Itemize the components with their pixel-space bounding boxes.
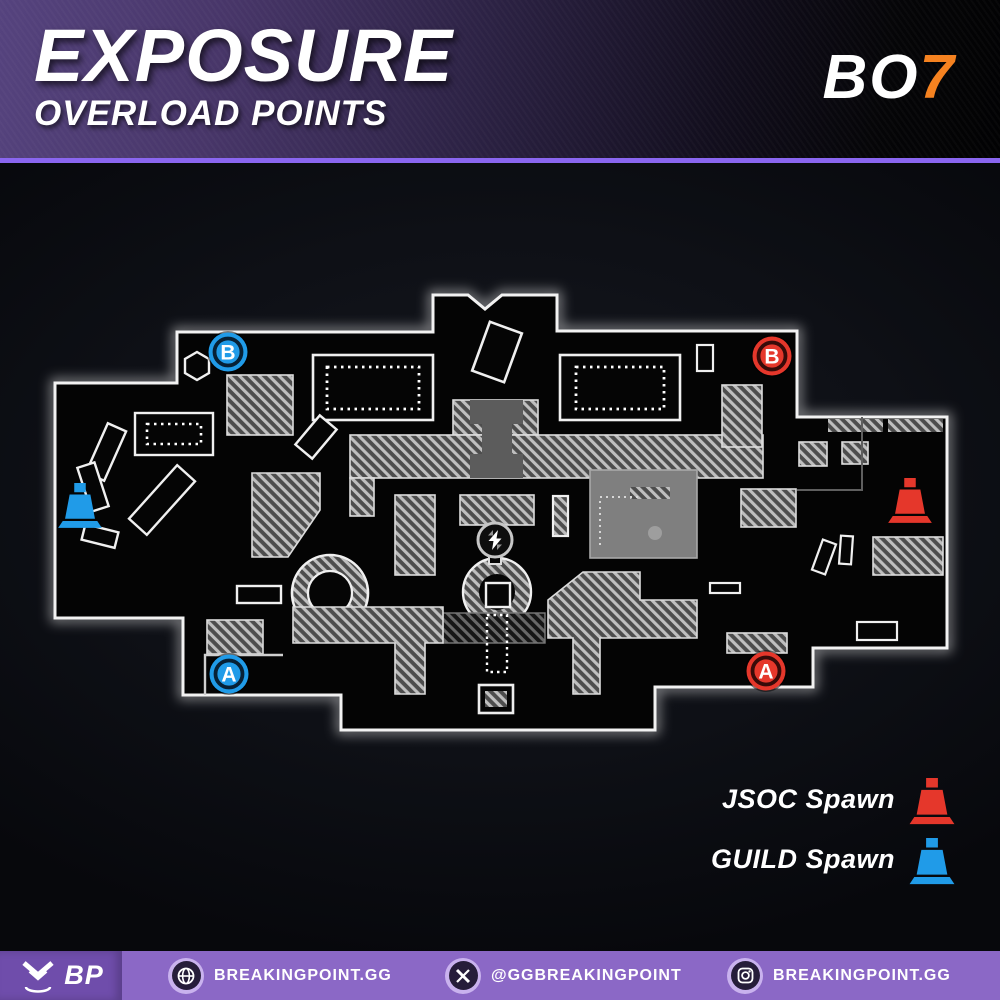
prop-platform <box>477 683 515 715</box>
prop-crate <box>80 522 120 550</box>
corridor <box>482 424 512 454</box>
breakingpoint-logo: BP <box>0 951 122 1000</box>
prop-hexagon <box>183 350 211 382</box>
prop-crate <box>837 534 855 566</box>
building <box>459 494 535 526</box>
map-area: B B A A <box>0 163 1000 951</box>
building <box>726 632 788 654</box>
jsoc-spawn-label: JSOC Spawn <box>722 784 895 814</box>
prop-crate <box>484 581 512 609</box>
building <box>740 488 797 528</box>
overload-lightning-icon <box>476 521 514 559</box>
twitter-label: @GGBREAKINGPOINT <box>491 966 682 984</box>
header-banner: EXPOSURE OVERLOAD POINTS BO7 <box>0 0 1000 163</box>
objective-marker-a-jsoc: A <box>745 650 787 692</box>
room-dotted <box>145 422 203 446</box>
page-subtitle: OVERLOAD POINTS <box>34 94 388 133</box>
building <box>349 434 764 479</box>
prop-crate <box>293 413 339 461</box>
building <box>547 571 698 695</box>
building <box>292 606 444 695</box>
room-outline <box>311 353 435 422</box>
instagram-label: BREAKINGPOINT.GG <box>773 966 951 984</box>
building <box>828 419 883 432</box>
map-buildings <box>75 320 944 715</box>
website-label: BREAKINGPOINT.GG <box>214 966 392 984</box>
svg-text:A: A <box>758 661 773 684</box>
website-link: BREAKINGPOINT.GG <box>168 951 392 1000</box>
path-dotted <box>485 613 509 674</box>
prop-crate <box>810 538 838 576</box>
objective-marker-b-guild: B <box>207 331 249 373</box>
prop-platform-inner <box>485 691 507 707</box>
instagram-link: BREAKINGPOINT.GG <box>727 951 951 1000</box>
corridor <box>470 454 523 478</box>
objective-marker-b-jsoc: B <box>751 335 793 377</box>
prop-crate <box>855 620 899 642</box>
title-block: EXPOSURE OVERLOAD POINTS <box>34 18 453 134</box>
building-detail <box>599 496 640 545</box>
prop-crate <box>127 463 197 537</box>
exposure-map: B B A A <box>50 290 955 885</box>
map-legend: JSOC Spawn GUILD Spawn <box>711 778 955 885</box>
bo7-logo-accent: 7 <box>919 43 956 112</box>
prop-crate <box>695 343 715 373</box>
building <box>226 374 294 436</box>
prop-crate <box>708 581 742 595</box>
building <box>888 419 943 432</box>
corridor-dark <box>442 612 546 644</box>
svg-text:A: A <box>221 664 236 687</box>
building <box>841 441 869 465</box>
building-detail <box>630 487 670 499</box>
bp-logo-text: BP <box>64 960 104 990</box>
building <box>798 441 828 467</box>
prop-crate <box>470 320 524 384</box>
twitter-link: @GGBREAKINGPOINT <box>445 951 682 1000</box>
room-dotted <box>574 365 666 411</box>
instagram-icon <box>727 957 763 994</box>
building-solid <box>589 469 698 559</box>
building <box>251 472 321 558</box>
room-dotted <box>325 365 421 411</box>
building-detail <box>648 526 662 540</box>
jsoc-legend-icon <box>909 778 955 825</box>
svg-text:B: B <box>764 346 779 369</box>
building <box>206 619 264 655</box>
interior-wall <box>203 653 283 695</box>
room-outline <box>558 353 682 422</box>
prop-crate <box>551 494 570 538</box>
guild-legend-icon <box>909 838 955 885</box>
bo7-logo: BO7 <box>823 42 956 113</box>
prop-crate <box>235 584 283 605</box>
map-title: EXPOSURE <box>34 14 454 97</box>
corridor <box>470 400 523 424</box>
building <box>349 477 375 517</box>
building <box>872 536 944 576</box>
bp-bird-icon <box>22 960 54 993</box>
guild-spawn-label: GUILD Spawn <box>711 844 895 874</box>
footer-bar: BP BREAKINGPOINT.GG @GGBREAKINGPOINT <box>0 951 1000 1000</box>
globe-icon <box>168 957 204 994</box>
svg-text:B: B <box>220 342 235 365</box>
interior-wall <box>797 417 863 491</box>
bo7-logo-white: BO <box>822 43 920 112</box>
building <box>394 494 436 576</box>
objective-marker-a-guild: A <box>208 653 250 695</box>
x-icon <box>445 957 481 994</box>
building <box>721 384 763 448</box>
